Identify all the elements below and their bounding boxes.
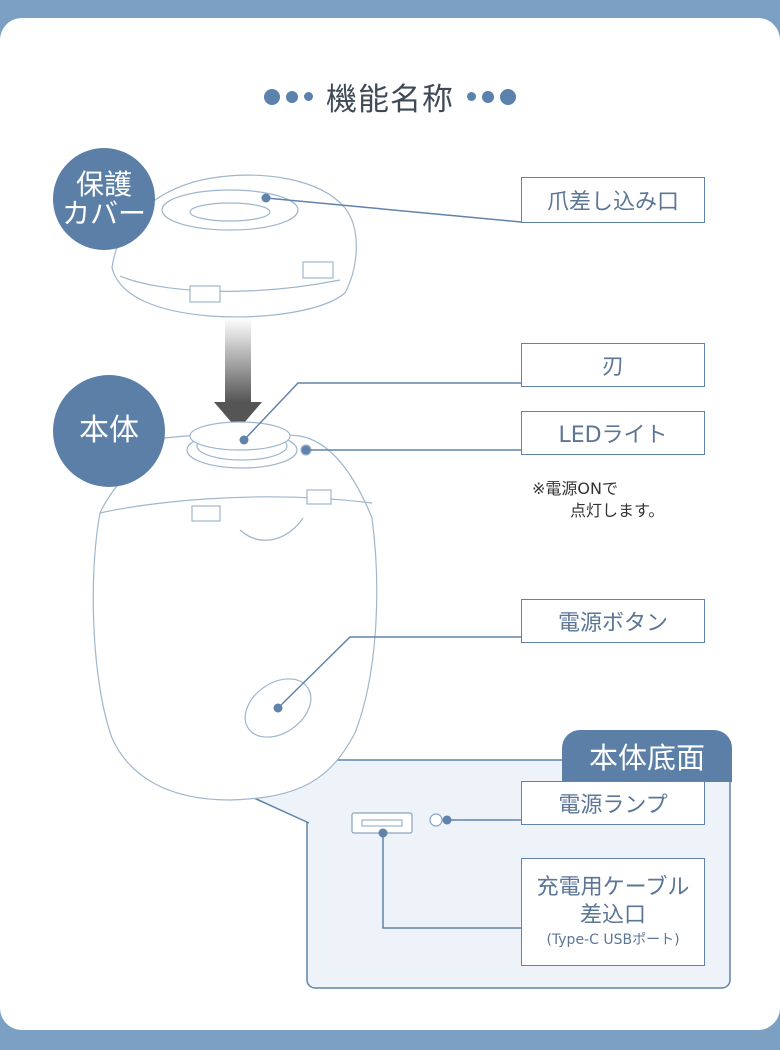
label-charging-port: 充電用ケーブル 差込口 (Type-C USBポート) [521, 858, 705, 966]
label-nail-slot: 爪差し込み口 [521, 177, 705, 223]
section-title: 機能名称 [0, 74, 780, 119]
title-dot-icon [467, 92, 476, 101]
badge-main-body: 本体 [53, 375, 165, 487]
leader-lines [243, 197, 522, 709]
badge-protective-cover: 保護カバー [53, 148, 155, 250]
title-dot-icon [304, 92, 313, 101]
instruction-card: 機能名称 [0, 18, 780, 1030]
title-dot-icon [264, 88, 280, 105]
charging-port-note: (Type-C USBポート) [546, 932, 680, 948]
protective-cover [111, 174, 357, 318]
label-led-light: LEDライト [521, 411, 705, 455]
power-lamp-icon [429, 813, 443, 827]
bottom-leader-lines [382, 819, 521, 929]
usb-port-marker [378, 828, 388, 838]
label-power-lamp: 電源ランプ [521, 781, 705, 825]
led-note-line1: ※電源ONで [532, 479, 618, 498]
power-lamp-marker [442, 815, 452, 825]
blade-marker [239, 435, 249, 445]
title-dot-icon [286, 90, 298, 103]
led-note: ※電源ONで 点灯します。 [532, 478, 664, 522]
charging-port-line2: 差込口 [579, 903, 646, 928]
device-body [92, 421, 378, 801]
power-button-marker [273, 703, 283, 713]
bottom-view-tab: 本体底面 [562, 730, 732, 782]
title-dot-icon [482, 90, 494, 103]
charging-port-line1: 充電用ケーブル [536, 875, 690, 900]
title-text: 機能名称 [326, 82, 454, 118]
down-arrow-icon [214, 318, 262, 430]
led-note-line2: 点灯します。 [570, 501, 665, 520]
usb-port-icon [351, 812, 413, 834]
title-dot-icon [500, 88, 516, 105]
led-marker [301, 445, 311, 455]
label-blade: 刃 [521, 343, 705, 387]
label-power-button: 電源ボタン [521, 599, 705, 643]
